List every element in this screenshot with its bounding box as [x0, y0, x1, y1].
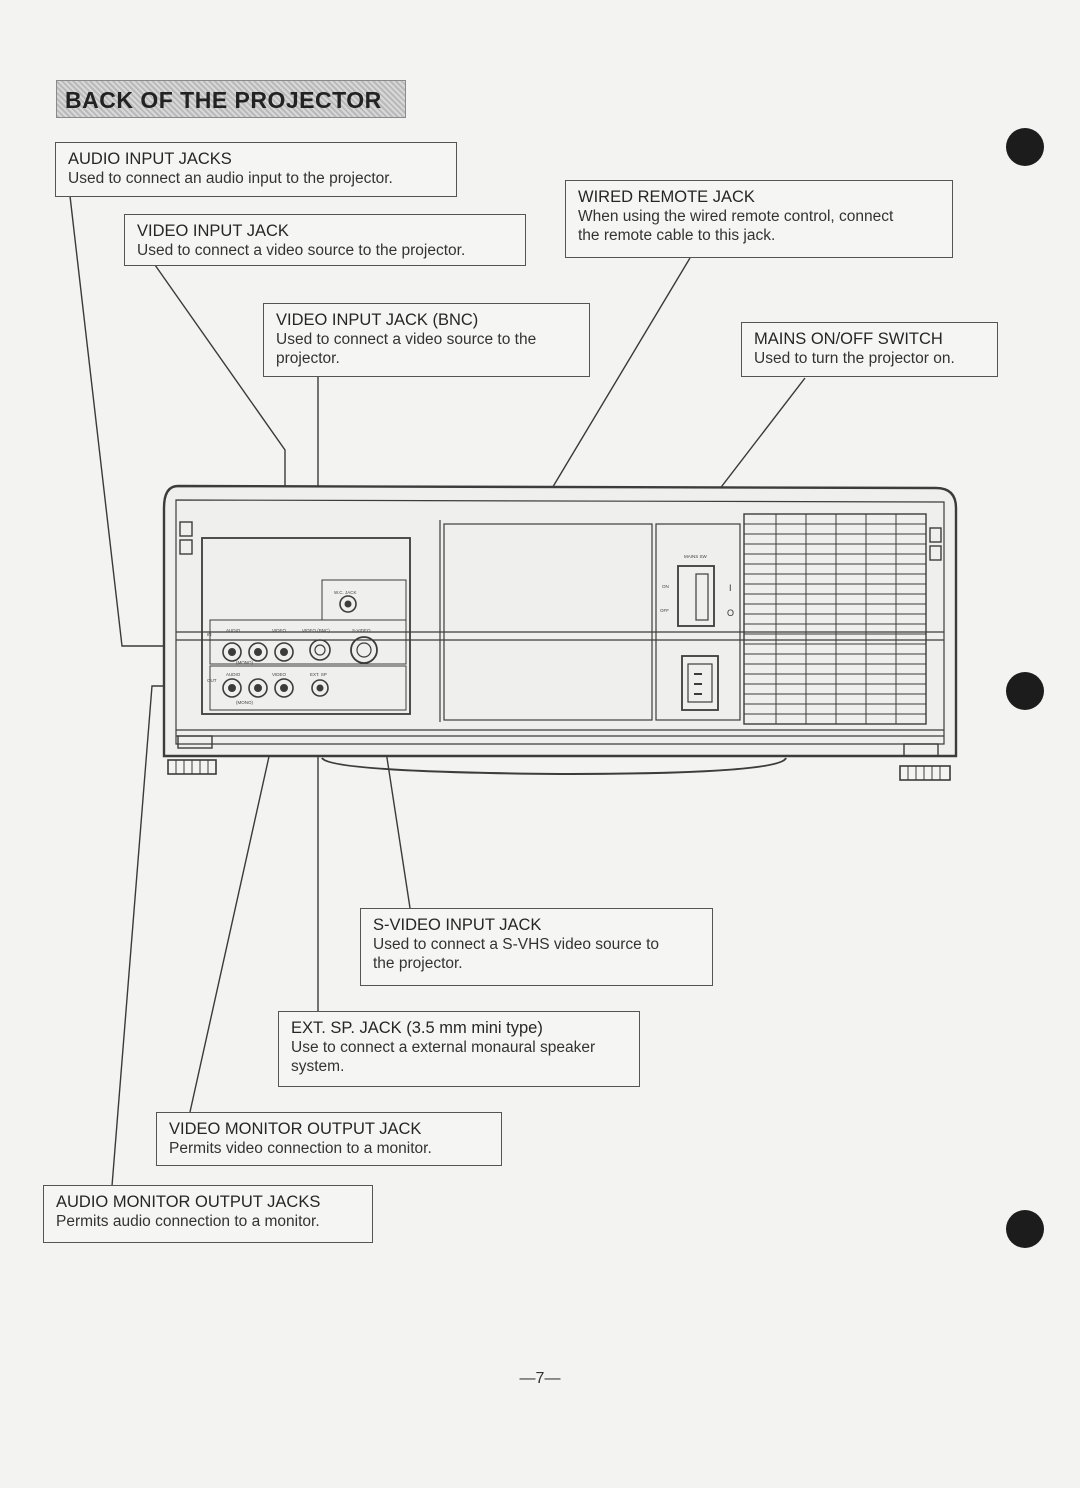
callout-title: VIDEO MONITOR OUTPUT JACK — [169, 1120, 422, 1138]
jack-panel — [201, 520, 441, 722]
callout-title: WIRED REMOTE JACK — [578, 188, 755, 206]
callout-title: S-VIDEO INPUT JACK — [373, 916, 542, 934]
page-number: —7— — [519, 1370, 561, 1387]
center-panel — [443, 523, 653, 721]
callout-description-line2: the remote cable to this jack. — [578, 227, 776, 244]
callout-audio-monitor-output-jacks: AUDIO MONITOR OUTPUT JACKS Permits audio… — [43, 1185, 373, 1243]
callout-description: Used to connect an audio input to the pr… — [68, 170, 393, 187]
callout-description-line1: Use to connect a external monaural speak… — [291, 1039, 596, 1056]
page-title: BACK OF THE PROJECTOR — [65, 87, 382, 113]
panel-label-video-out: VIDEO — [272, 672, 287, 677]
grille-frame — [743, 513, 927, 725]
panel-label-video-bnc: VIDEO (BNC) — [302, 628, 330, 633]
callout-title: MAINS ON/OFF SWITCH — [754, 330, 943, 348]
binder-hole-top — [1006, 128, 1044, 166]
callout-description: Used to turn the projector on. — [754, 350, 955, 367]
panel-label-s-video: S-VIDEO — [352, 628, 371, 633]
panel-label-mains-sw: MAINS SW — [684, 554, 708, 559]
binder-hole-middle — [1006, 672, 1044, 710]
ventilation-grille — [743, 513, 927, 725]
callout-title: VIDEO INPUT JACK (BNC) — [276, 311, 479, 329]
leader-audio-monitor — [111, 685, 230, 1187]
panel-label-ext-sp: EXT. SP — [310, 672, 327, 677]
callout-video-input-jack-bnc: VIDEO INPUT JACK (BNC) Used to connect a… — [263, 303, 590, 377]
panel-label-wire-jack: W.C. JACK — [334, 590, 357, 595]
panel-label-off: OFF — [660, 608, 669, 613]
callout-wired-remote-jack: WIRED REMOTE JACK When using the wired r… — [565, 180, 953, 258]
callout-audio-input-jacks: AUDIO INPUT JACKS Used to connect an aud… — [55, 142, 457, 197]
callout-description-line2: system. — [291, 1058, 345, 1075]
panel-label-video-in: VIDEO — [272, 628, 287, 633]
panel-label-out: OUT — [207, 678, 217, 683]
panel-label-audio-out: AUDIO — [226, 672, 241, 677]
binder-hole-bottom — [1006, 1210, 1044, 1248]
callout-description: Permits video connection to a monitor. — [169, 1140, 432, 1157]
panel-label-in: IN — [207, 632, 212, 637]
callout-description: Permits audio connection to a monitor. — [56, 1213, 320, 1230]
callout-ext-sp-jack: EXT. SP. JACK (3.5 mm mini type) Use to … — [278, 1011, 640, 1087]
callout-title: VIDEO INPUT JACK — [137, 222, 289, 240]
leader-video-monitor — [189, 697, 283, 1113]
callout-description-line1: Used to connect a S-VHS video source to — [373, 936, 660, 953]
callout-description: Used to connect a video source to the pr… — [137, 242, 466, 259]
callout-video-monitor-output-jack: VIDEO MONITOR OUTPUT JACK Permits video … — [156, 1112, 502, 1166]
callout-s-video-input-jack: S-VIDEO INPUT JACK Used to connect a S-V… — [360, 908, 713, 986]
panel-label-on-symbol: I — [729, 583, 732, 593]
callout-mains-on-off-switch: MAINS ON/OFF SWITCH Used to turn the pro… — [741, 322, 998, 377]
switch-panel — [655, 523, 741, 721]
panel-label-mono-out: (MONO) — [236, 700, 253, 705]
callout-title: AUDIO INPUT JACKS — [68, 150, 232, 168]
callout-title: EXT. SP. JACK (3.5 mm mini type) — [291, 1019, 543, 1037]
panel-label-off-symbol: O — [727, 608, 734, 618]
panel-label-audio-in: AUDIO — [226, 628, 241, 633]
callout-description-line2: the projector. — [373, 955, 463, 972]
callout-description-line1: When using the wired remote control, con… — [578, 208, 894, 225]
projector-body — [162, 484, 958, 781]
callout-video-input-jack: VIDEO INPUT JACK Used to connect a video… — [124, 214, 526, 266]
panel-label-mono-in: (MONO) — [236, 660, 253, 665]
callout-description-line2: projector. — [276, 350, 340, 367]
callout-description-line1: Used to connect a video source to the — [276, 331, 537, 348]
panel-label-on: ON — [662, 584, 669, 589]
title-banner: BACK OF THE PROJECTOR — [56, 80, 406, 118]
callout-title: AUDIO MONITOR OUTPUT JACKS — [56, 1193, 321, 1211]
